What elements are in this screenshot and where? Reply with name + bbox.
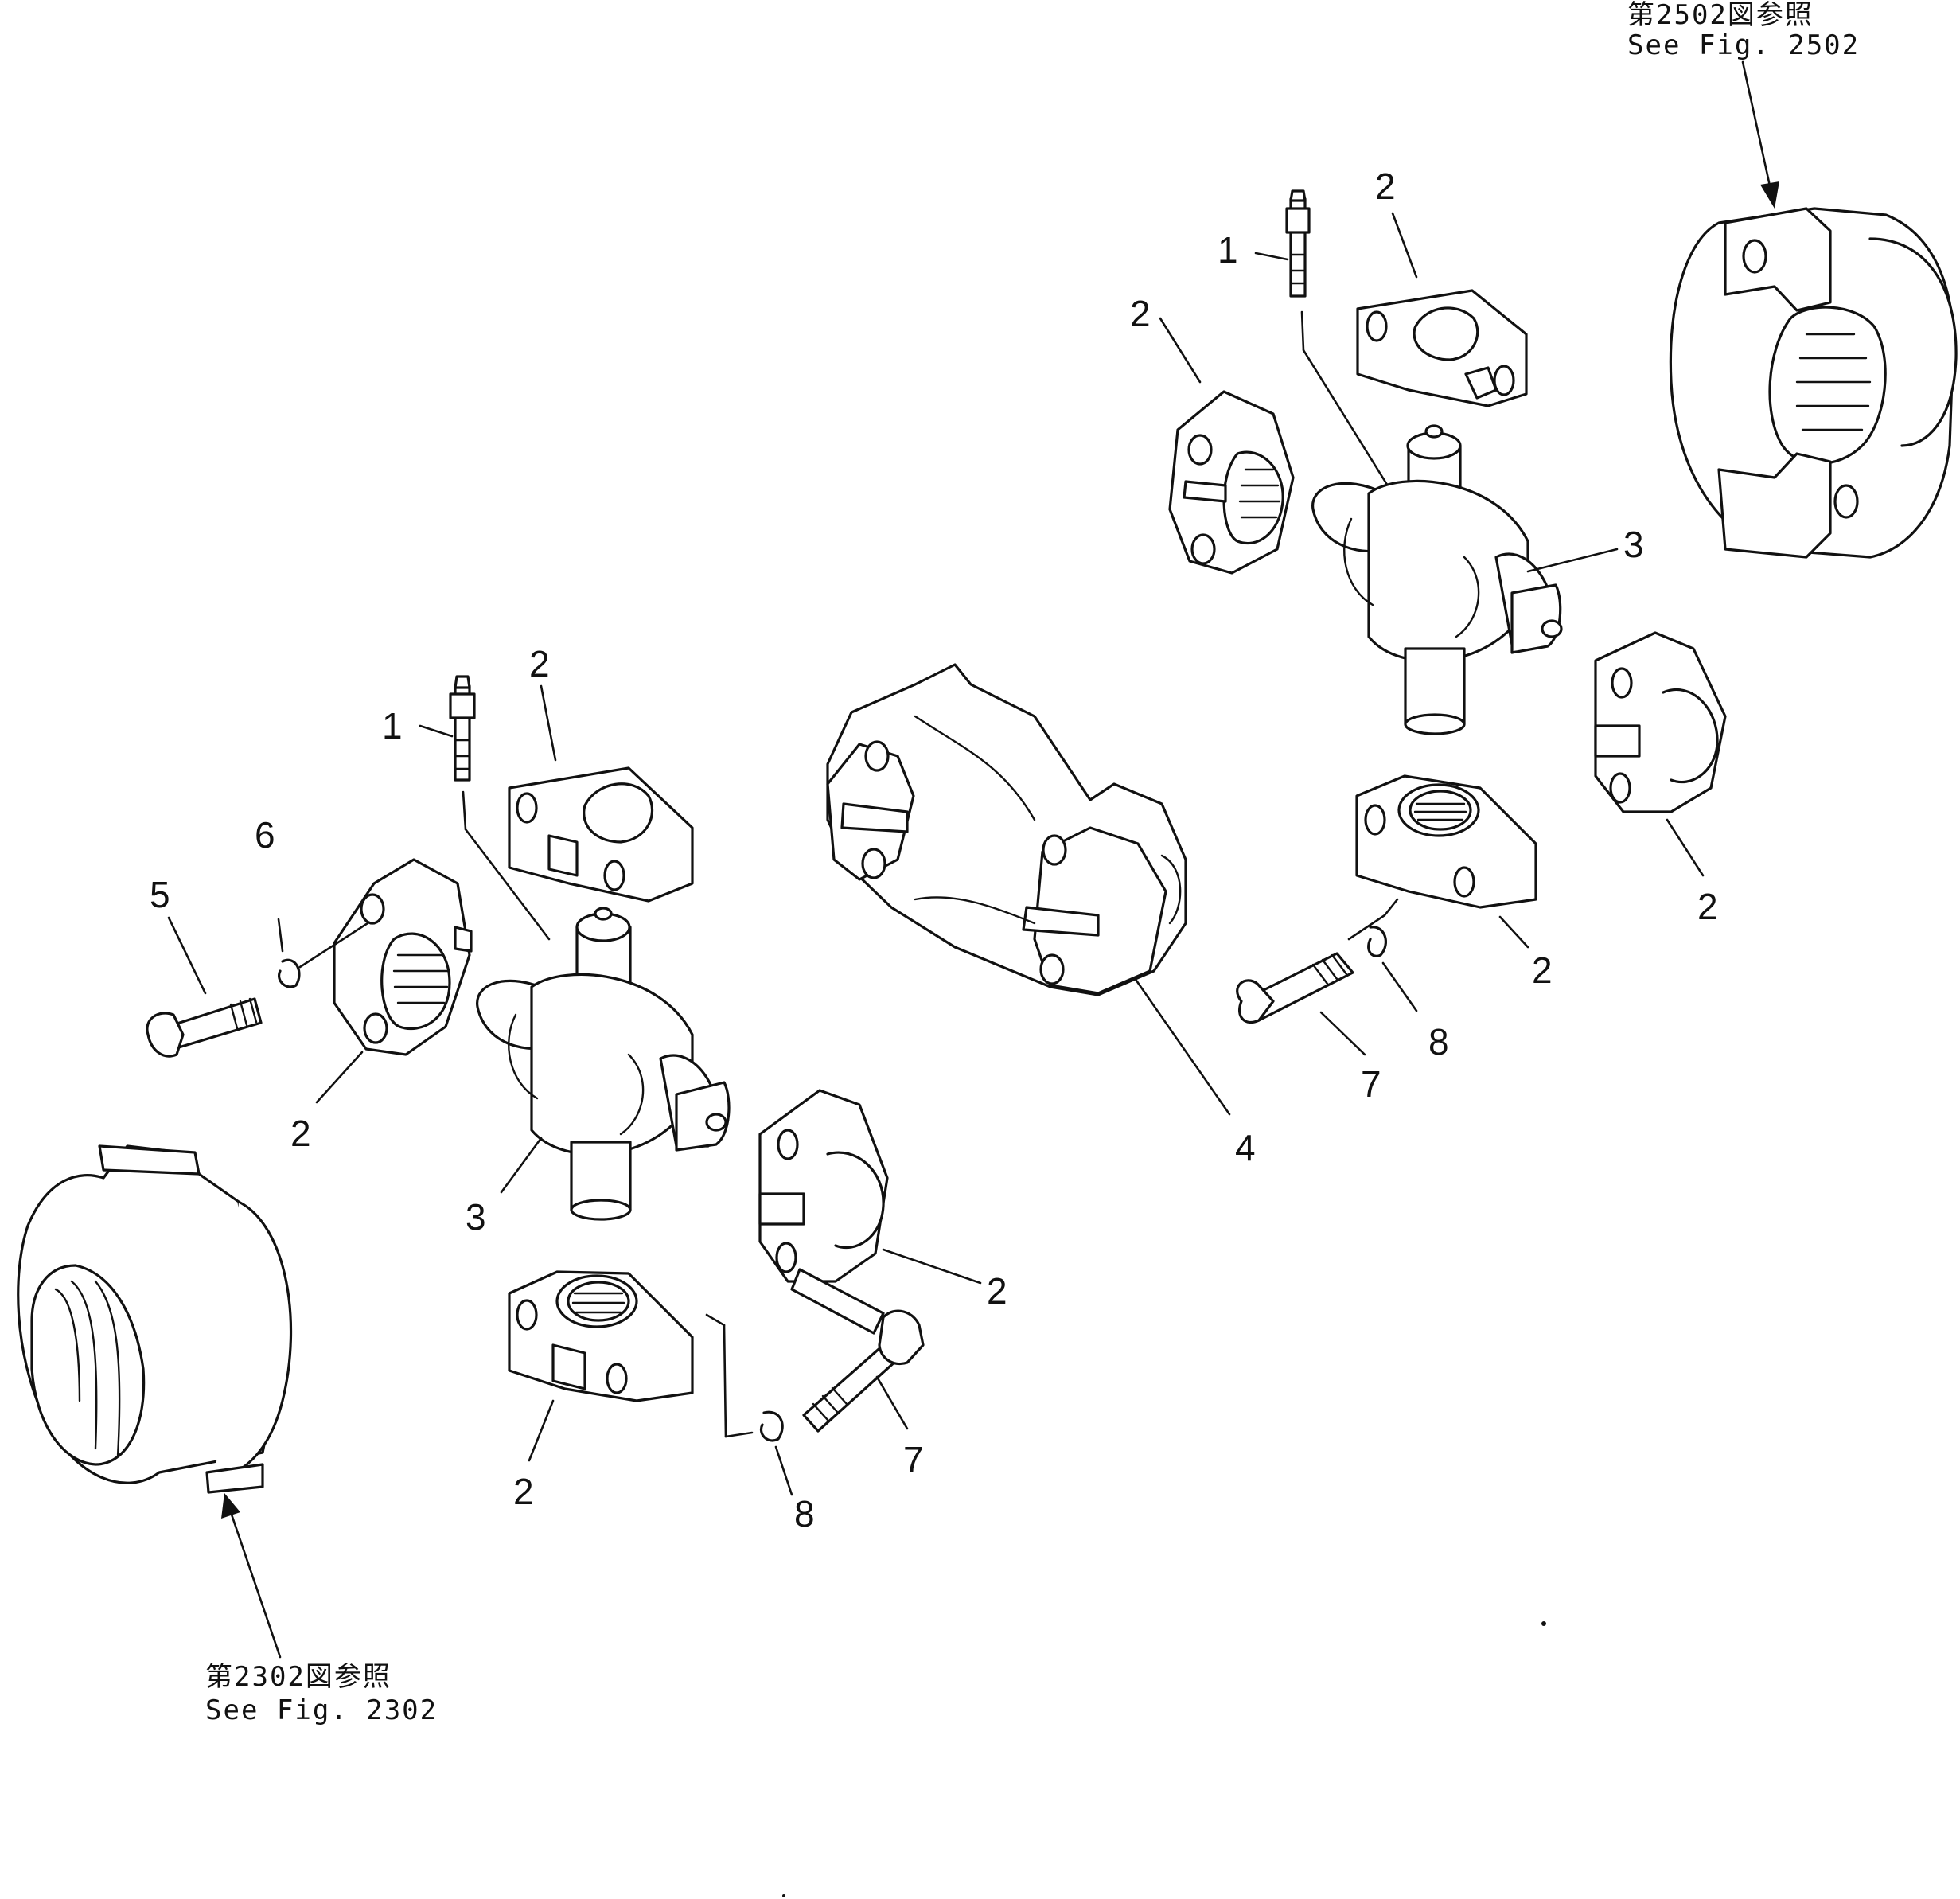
leader-front-cap-lower: [528, 1399, 555, 1462]
callout-front-grease-nipple: 1: [382, 705, 403, 747]
callout-front-bolt: 5: [150, 874, 170, 915]
callout-front-cap-top: 2: [529, 643, 550, 684]
rear-bearing-cap-right: [1594, 631, 1727, 813]
reference-fig-2302-en: See Fig. 2302: [205, 1694, 438, 1726]
leader-front-cap-lower-bolt-axis-3: [724, 1431, 754, 1438]
front-lock-washer-lower: [760, 1410, 784, 1442]
front-bearing-cap-lower: [508, 1270, 694, 1402]
rear-lock-washer: [1367, 926, 1387, 957]
leader-front-cap-lower-bolt-axis-2: [723, 1324, 727, 1438]
leader-front-cap-lower-bolt-axis: [705, 1313, 726, 1327]
rear-grease-nipple: [1285, 189, 1311, 298]
leader-front-nipple-axis: [462, 790, 467, 831]
leader-rear-cap-lower-bolt-axis-2: [1347, 914, 1386, 941]
reference-fig-2502: 第2502図参照 See Fig. 2502: [1627, 0, 1860, 61]
leader-front-bolt: [167, 916, 207, 995]
rear-flange-yoke: [1669, 207, 1958, 559]
leader-front-bolt-lower: [875, 1375, 909, 1430]
callout-front-cap-right: 2: [987, 1270, 1007, 1312]
rear-bearing-cap-top: [1356, 289, 1528, 407]
leader-rear-cap-lower: [1498, 915, 1529, 949]
callout-rear-spider: 3: [1623, 524, 1644, 565]
leader-rear-cap-left: [1159, 317, 1202, 384]
callout-front-washer-lower: 8: [794, 1493, 815, 1534]
speck-dot: [1541, 1621, 1546, 1626]
rear-spider-cross: [1311, 424, 1563, 735]
front-flange-yoke: [17, 1144, 293, 1494]
front-bolt-lower: [790, 1268, 925, 1433]
leader-front-cap-left: [315, 1051, 364, 1104]
reference-arrow-bottom: [221, 1493, 282, 1659]
center-slip-yoke: [826, 663, 1187, 996]
callout-rear-bolt: 7: [1361, 1063, 1381, 1105]
callout-front-cap-left: 2: [290, 1113, 311, 1154]
front-bearing-cap-right: [758, 1089, 889, 1283]
callout-center-yoke: 4: [1235, 1127, 1256, 1168]
front-bolt: [146, 997, 263, 1058]
callout-rear-cap-left: 2: [1130, 293, 1151, 334]
leader-front-cap-top: [540, 684, 557, 762]
front-bearing-cap-left: [333, 858, 473, 1056]
rear-bolt: [1236, 952, 1354, 1024]
leader-front-nipple: [419, 724, 454, 738]
callout-front-cap-lower: 2: [513, 1471, 534, 1512]
leader-front-spider: [500, 1137, 543, 1194]
rear-bearing-cap-left: [1168, 390, 1295, 575]
front-bearing-cap-top: [508, 766, 694, 903]
leader-rear-spider: [1526, 548, 1619, 573]
leader-rear-cap-lower-bolt-axis: [1383, 898, 1399, 917]
leader-rear-nipple-axis-2: [1302, 349, 1390, 489]
reference-fig-2302-ja: 第2302図参照: [205, 1661, 392, 1693]
leader-front-washer: [277, 918, 284, 953]
leader-rear-cap-top: [1391, 212, 1418, 279]
front-spider-cross: [476, 907, 731, 1221]
callout-rear-cap-lower: 2: [1532, 950, 1553, 991]
leader-rear-nipple-axis: [1300, 310, 1305, 352]
callout-rear-cap-right: 2: [1697, 886, 1718, 927]
callout-rear-washer: 8: [1428, 1021, 1449, 1063]
leader-front-washer-axis: [298, 922, 369, 969]
callout-front-bolt-lower: 7: [903, 1439, 924, 1480]
leader-front-cap-right: [882, 1248, 982, 1285]
reference-fig-2502-ja: 第2502図参照: [1627, 0, 1814, 31]
leader-rear-cap-right: [1666, 818, 1705, 877]
leader-rear-bolt: [1319, 1011, 1366, 1056]
leader-center-yoke: [1135, 979, 1231, 1116]
leader-front-washer-lower: [774, 1445, 793, 1496]
reference-arrow-top: [1741, 60, 1779, 209]
reference-fig-2502-en: See Fig. 2502: [1627, 29, 1860, 61]
rear-bearing-cap-lower: [1355, 774, 1537, 909]
speck-dot: [782, 1894, 785, 1897]
leader-rear-nipple: [1254, 252, 1289, 261]
reference-fig-2302: 第2302図参照 See Fig. 2302: [205, 1661, 438, 1726]
callout-rear-cap-top: 2: [1375, 166, 1396, 207]
front-lock-washer: [278, 958, 301, 988]
leader-front-nipple-axis-2: [464, 828, 551, 941]
callout-front-washer: 6: [255, 814, 275, 856]
front-grease-nipple: [449, 675, 476, 782]
callout-rear-grease-nipple: 1: [1218, 229, 1238, 271]
callout-front-spider: 3: [466, 1196, 486, 1238]
leader-rear-washer: [1381, 961, 1418, 1012]
